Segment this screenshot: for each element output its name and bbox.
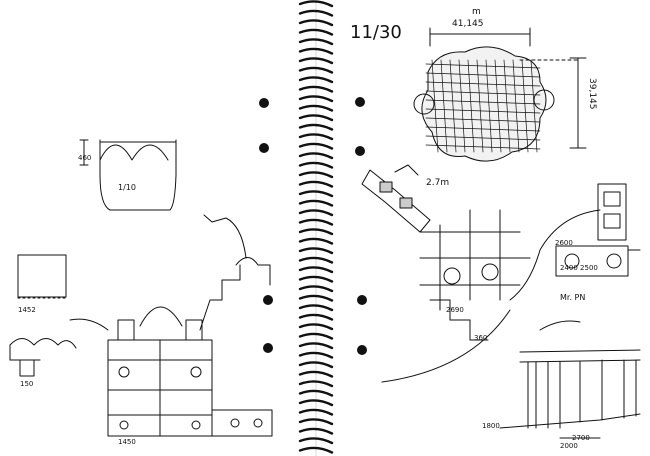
spiral-coil (298, 361, 334, 369)
right-tag: Mr. PN (560, 293, 585, 302)
colonnade (499, 320, 641, 439)
plan-hatch-line (467, 59, 475, 153)
plan-hatch-line (449, 59, 457, 153)
plan-hatch-line (458, 59, 466, 153)
spiral-coil (298, 332, 334, 340)
spiral-coil (298, 180, 334, 188)
plan-hatch-line (425, 108, 541, 114)
spiral-coil (298, 19, 334, 27)
spiral-coil (298, 95, 334, 103)
left-number-3: 150 (20, 380, 33, 388)
building-elevation (69, 214, 273, 437)
spiral-coil (298, 76, 334, 84)
spiral-coil (298, 66, 334, 74)
floor-plan (381, 209, 601, 383)
spiral-coil (298, 304, 334, 312)
spiral-coil (298, 0, 334, 8)
spiral-coil (298, 57, 334, 65)
spiral-coil (298, 294, 334, 302)
spiral-coil (298, 427, 334, 435)
spiral-coil (298, 237, 334, 245)
plan-hatch-line (503, 59, 511, 153)
spiral-coil (298, 123, 334, 131)
plan-hatch-line (521, 59, 529, 153)
plan-hatch-line (476, 59, 484, 153)
handwritten-notes: 11/30 m 41,145 39,145 2.7m Mr. PN 1/10 1… (18, 7, 598, 450)
spiral-coil (298, 389, 334, 397)
spiral-coil (298, 228, 334, 236)
spiral-coil (298, 399, 334, 407)
scale-note: 1/10 (118, 183, 136, 192)
arch-row-left (9, 338, 77, 377)
spiral-coil (298, 171, 334, 179)
spiral-coil (298, 446, 334, 454)
spiral-coil (298, 408, 334, 416)
room-label: 2.7m (426, 178, 449, 188)
bottom-right-number: 2700 (572, 434, 590, 442)
dim-width-label: 41,145 (452, 19, 484, 29)
bottom-number-1: 2000 (560, 442, 578, 450)
spiral-coil (298, 285, 334, 293)
spiral-coil (298, 161, 334, 169)
spiral-coil (298, 437, 334, 445)
spiral-coil (298, 133, 334, 141)
spiral-coil (298, 256, 334, 264)
domed-plan (413, 27, 587, 162)
spiral-coil (298, 199, 334, 207)
spiral-coil (298, 38, 334, 46)
spiral-coil (298, 323, 334, 331)
bottom-number-6: 460 (78, 154, 91, 162)
detail-right (555, 183, 641, 277)
bottom-number-2: 2600 (555, 239, 573, 247)
plan-hatch-line (425, 126, 541, 132)
spiral-coil (298, 85, 334, 93)
spiral-coil (298, 380, 334, 388)
spiral-coil (298, 247, 334, 255)
arch-detail-top (79, 139, 177, 211)
diagonal-wing (361, 164, 431, 233)
plan-hatch-line (530, 59, 538, 153)
spiral-coil (298, 9, 334, 17)
spiral-coil (298, 142, 334, 150)
dim-mid-label: m (472, 7, 481, 17)
spiral-coil (298, 104, 334, 112)
plan-hatch-line (425, 81, 541, 87)
spiral-coil (298, 47, 334, 55)
plan-hatch-line (425, 99, 541, 105)
spiral-coil (298, 351, 334, 359)
plan-hatch-line (425, 72, 541, 78)
dim-height-label: 39,145 (587, 78, 597, 110)
spiral-coils (298, 0, 334, 454)
spiral-coil (298, 266, 334, 274)
spiral-coil (298, 190, 334, 198)
spiral-coil (298, 275, 334, 283)
plan-hatch-line (425, 90, 541, 96)
bottom-number-4: 2690 (446, 306, 464, 314)
dotted-square (17, 254, 67, 299)
punch-holes (259, 97, 367, 355)
plan-hatch-line (425, 117, 541, 123)
spiral-coil (298, 114, 334, 122)
date-note: 11/30 (350, 22, 402, 43)
spiral-coil (298, 152, 334, 160)
spiral-coil (298, 28, 334, 36)
lower-note: 2400 2500 (560, 264, 598, 272)
spiral-coil (298, 218, 334, 226)
left-number-2: 1452 (18, 306, 36, 314)
spiral-coil (298, 209, 334, 217)
left-number-1: 1450 (118, 438, 136, 446)
spiral-coil (298, 418, 334, 426)
plan-hatch-line (425, 144, 541, 150)
spiral-coil (298, 370, 334, 378)
plan-hatch-line (425, 135, 541, 141)
spiral-coil (298, 313, 334, 321)
spiral-coil (298, 342, 334, 350)
bottom-number-3: 360 (474, 334, 487, 342)
plan-hatch-line (425, 63, 541, 69)
plan-hatch-line (512, 59, 520, 153)
bottom-number-5: 1800 (482, 422, 500, 430)
